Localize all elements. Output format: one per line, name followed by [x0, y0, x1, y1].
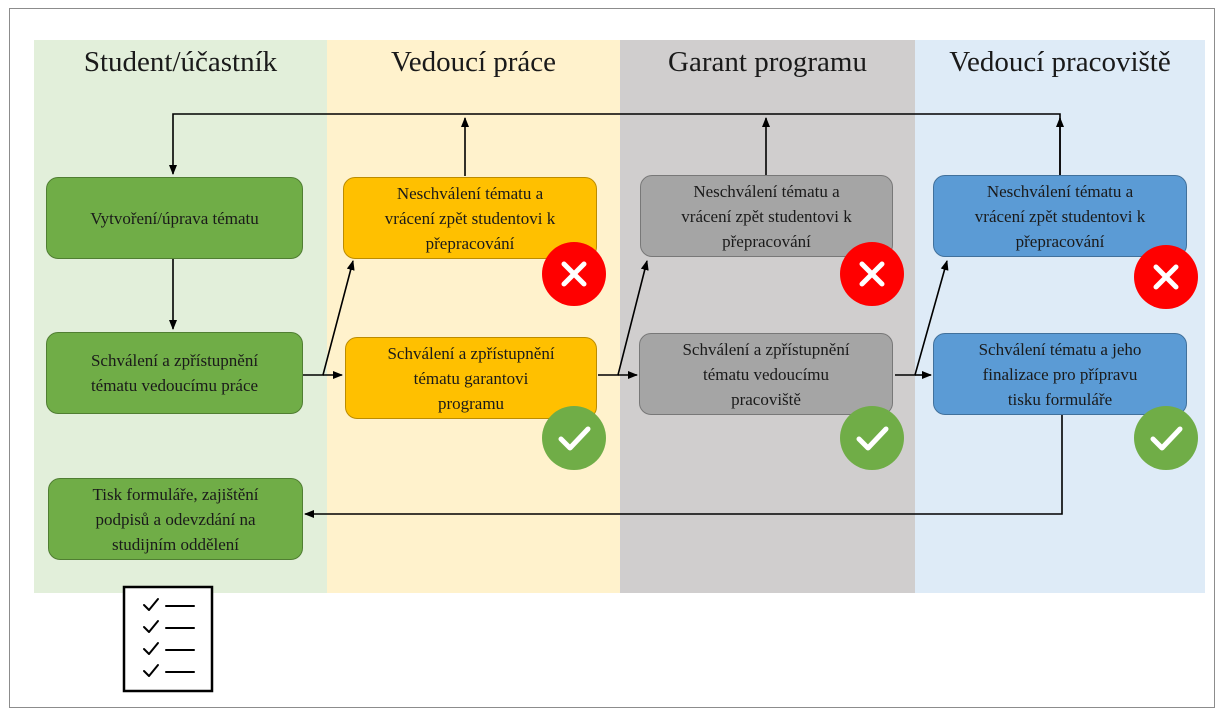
x-circle-icon — [1134, 245, 1198, 309]
node-line: vrácení zpět studentovi k — [681, 206, 852, 226]
arrow-head-to-print — [304, 414, 1063, 518]
node-line: programu — [437, 393, 505, 413]
check-circle-icon — [840, 406, 904, 470]
return-loop-line — [169, 113, 1061, 178]
node-line: tématu garantovi — [413, 368, 529, 388]
lane-title-student: Student/účastník — [83, 46, 278, 78]
lane-title-guarantor: Garant programu — [668, 46, 867, 78]
check-circle-icon — [542, 406, 606, 470]
node-line: studijním oddělení — [111, 534, 239, 554]
node-head-approve: Schválení tématu a jeho finalizace pro p… — [933, 333, 1187, 415]
node-line: Neschválení tématu a — [396, 183, 544, 203]
node-line: vrácení zpět studentovi k — [384, 208, 556, 228]
node-line: vrácení zpět studentovi k — [974, 206, 1146, 226]
lane-supervisor — [327, 40, 620, 593]
node-line: pracoviště — [731, 389, 801, 409]
node-line: tématu vedoucímu — [702, 364, 830, 384]
node-head-reject: Neschválení tématu a vrácení zpět studen… — [933, 175, 1187, 257]
check-circle-icon — [1134, 406, 1198, 470]
node-line: Neschválení tématu a — [693, 181, 840, 201]
x-circle-icon — [840, 242, 904, 306]
x-circle-icon — [542, 242, 606, 306]
node-line: Tisk formuláře, zajištění — [92, 484, 259, 504]
checklist-document-icon — [122, 585, 214, 693]
node-line: Schválení a zpřístupnění — [682, 339, 850, 359]
node-line: Vytvoření/úprava tématu — [90, 208, 259, 228]
node-create-topic: Vytvoření/úprava tématu — [46, 177, 303, 259]
node-line: přepracování — [1015, 231, 1105, 251]
node-line: podpisů a odevzdání na — [95, 509, 256, 529]
lane-title-supervisor: Vedoucí práce — [390, 46, 557, 78]
node-line: tisku formuláře — [1007, 389, 1113, 409]
node-guarantor-reject: Neschválení tématu a vrácení zpět studen… — [640, 175, 893, 257]
node-supervisor-approve: Schválení a zpřístupnění tématu garantov… — [345, 337, 597, 419]
node-print-form: Tisk formuláře, zajištění podpisů a odev… — [48, 478, 303, 560]
node-line: Schválení a zpřístupnění — [387, 343, 555, 363]
node-guarantor-approve: Schválení a zpřístupnění tématu vedoucím… — [639, 333, 893, 415]
node-supervisor-reject: Neschválení tématu a vrácení zpět studen… — [343, 177, 597, 259]
node-student-approve: Schválení a zpřístupnění tématu vedoucím… — [46, 332, 303, 414]
lane-title-head: Vedoucí pracoviště — [949, 46, 1171, 78]
node-line: přepracování — [425, 233, 515, 253]
node-line: Neschválení tématu a — [986, 181, 1134, 201]
lane-guarantor — [620, 40, 915, 593]
node-line: přepracování — [722, 231, 811, 251]
node-line: tématu vedoucímu práce — [90, 376, 259, 395]
node-line: finalizace pro přípravu — [982, 364, 1138, 384]
node-line: Schválení a zpřístupnění — [90, 351, 259, 370]
node-line: Schválení tématu a jeho — [978, 339, 1142, 359]
